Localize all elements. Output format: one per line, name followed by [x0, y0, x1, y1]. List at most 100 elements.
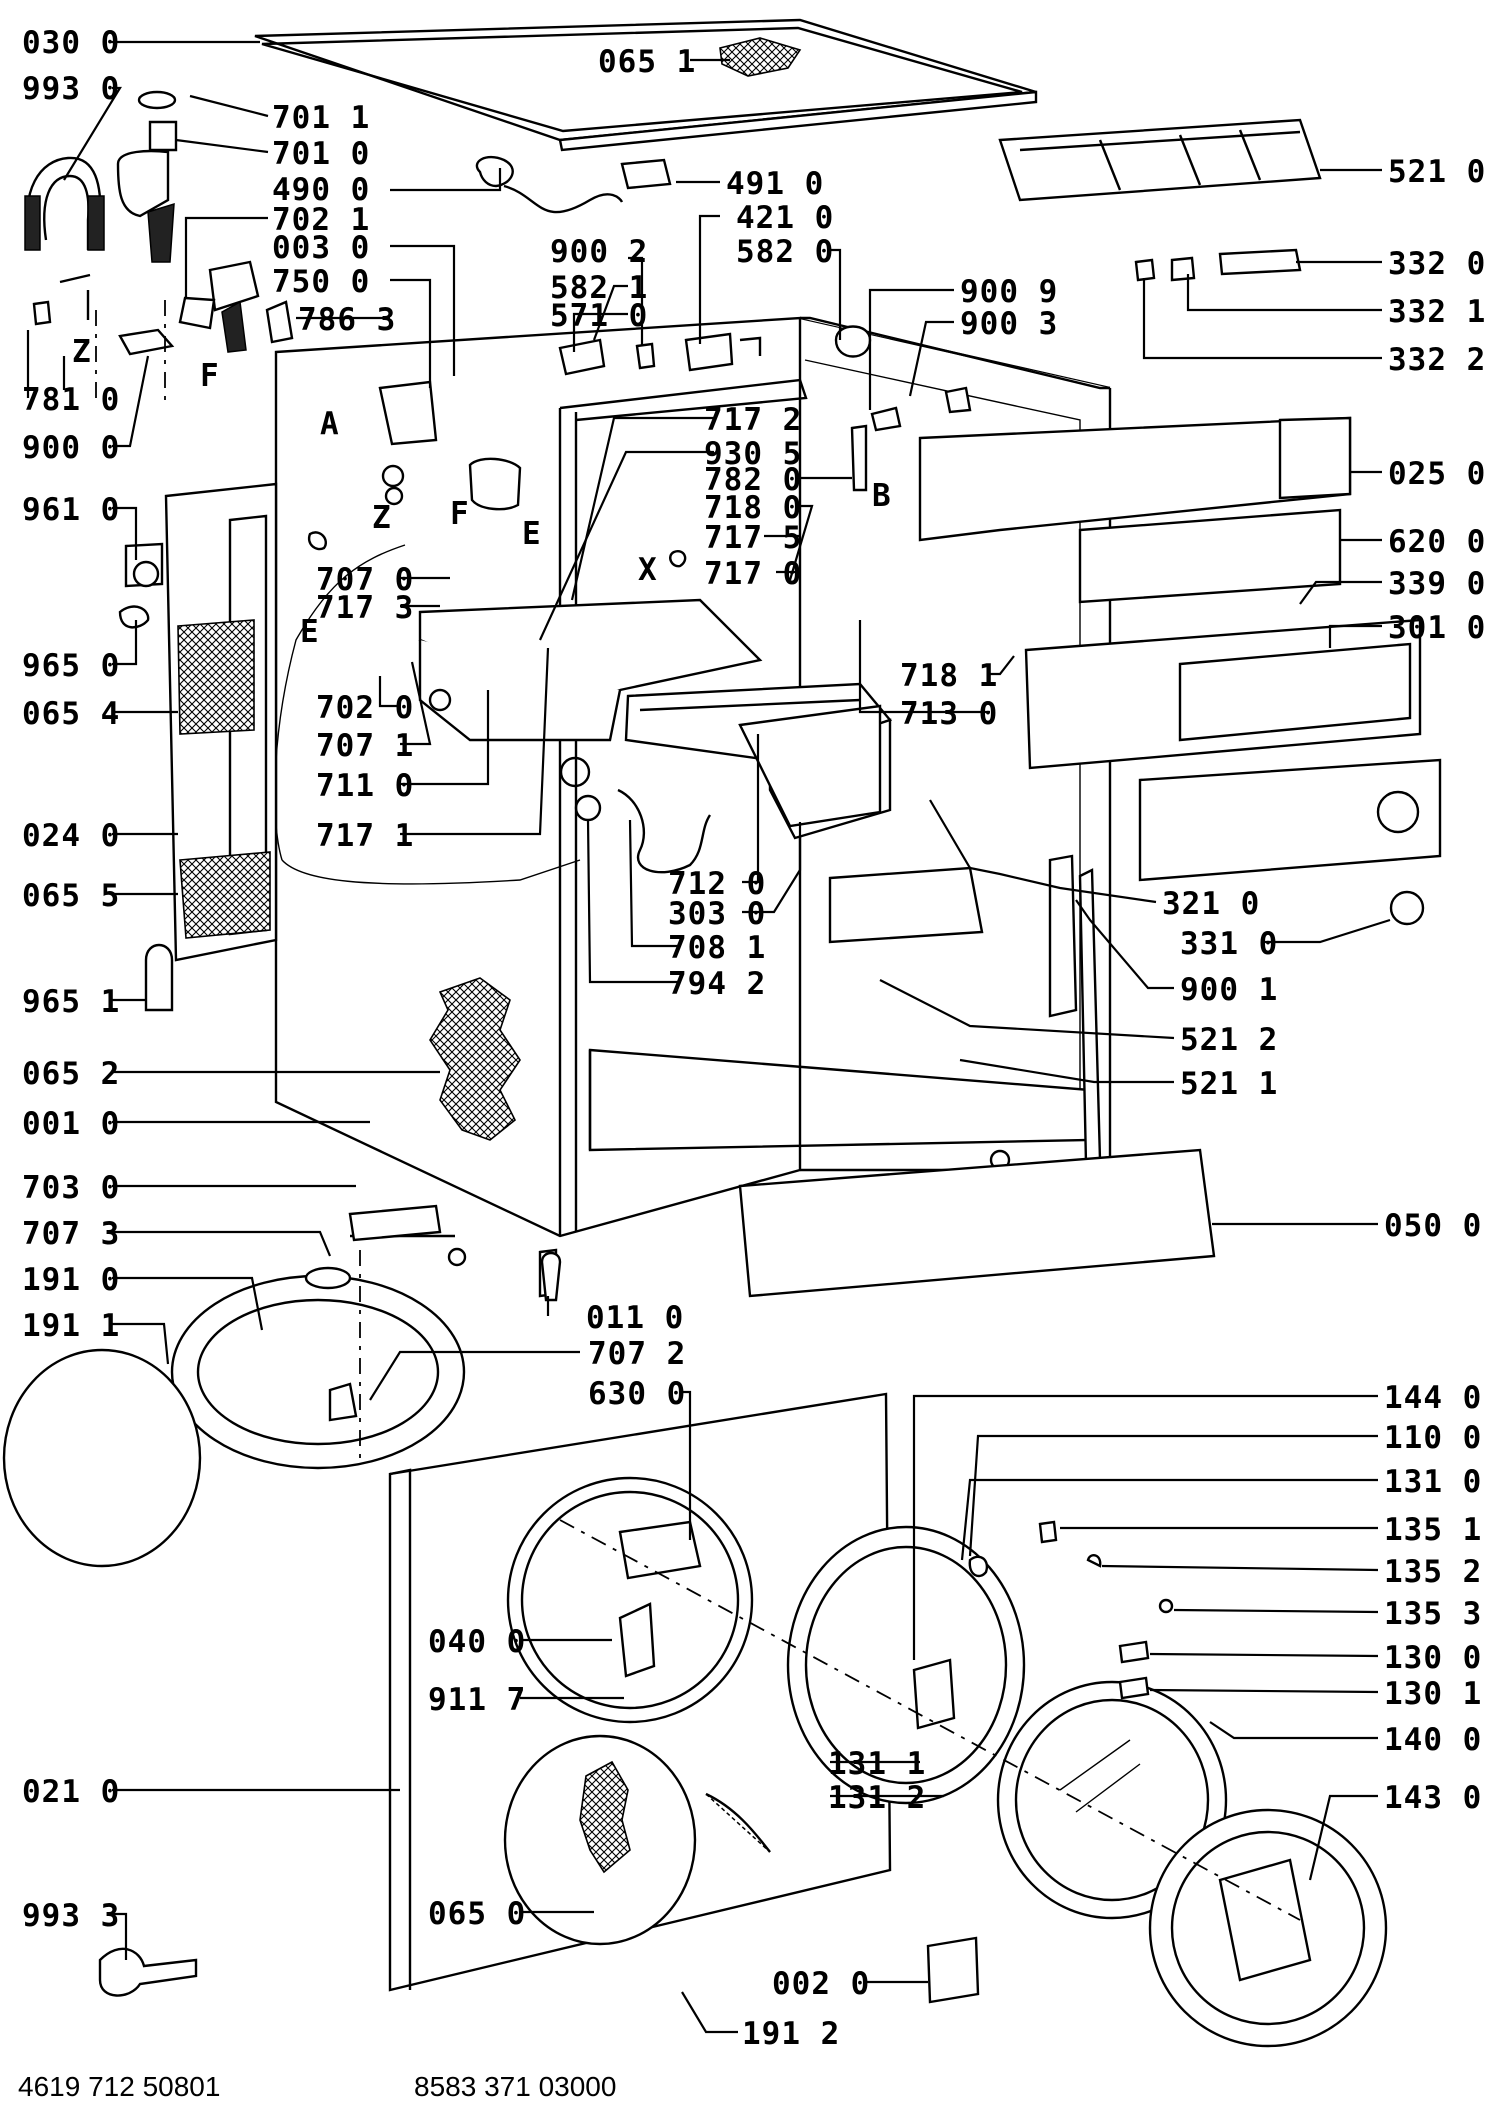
- part-label: 301 0: [1388, 610, 1486, 646]
- part-label: 521 1: [1180, 1066, 1278, 1102]
- part-label: 332 1: [1388, 294, 1486, 330]
- part-label: 620 0: [1388, 524, 1486, 560]
- part-label: 707 2: [588, 1336, 686, 1372]
- part-label: 961 0: [22, 492, 120, 528]
- part-label: 900 1: [1180, 972, 1278, 1008]
- letter-mark: B: [872, 478, 892, 514]
- part-label: 571 0: [550, 298, 648, 334]
- part-label: 900 2: [550, 234, 648, 270]
- part-label: 024 0: [22, 818, 120, 854]
- letter-mark: F: [200, 358, 220, 394]
- part-label: 011 0: [586, 1300, 684, 1336]
- part-label: 025 0: [1388, 456, 1486, 492]
- part-label: 030 0: [22, 25, 120, 61]
- part-label: 130 0: [1384, 1640, 1482, 1676]
- footer-code-left: 4619 712 50801: [18, 2071, 220, 2102]
- part-label: 707 3: [22, 1216, 120, 1252]
- misc-small-parts: [98, 531, 687, 1997]
- part-label: 131 0: [1384, 1464, 1482, 1500]
- part-label: 001 0: [22, 1106, 120, 1142]
- part-label: 339 0: [1388, 566, 1486, 602]
- part-label: 140 0: [1384, 1722, 1482, 1758]
- part-label: 065 4: [22, 696, 120, 732]
- part-label: 965 0: [22, 648, 120, 684]
- part-label: 521 2: [1180, 1022, 1278, 1058]
- part-label: 135 2: [1384, 1554, 1482, 1590]
- part-label: 065 1: [598, 44, 696, 80]
- part-label: 900 9: [960, 274, 1058, 310]
- part-label: 021 0: [22, 1774, 120, 1810]
- inlet-hose: [24, 156, 175, 356]
- part-label: 930 5: [704, 436, 802, 472]
- part-label: 002 0: [772, 1966, 870, 2002]
- part-label: 491 0: [726, 166, 824, 202]
- part-label: 794 2: [668, 966, 766, 1002]
- part-label: 717 2: [704, 402, 802, 438]
- part-label: 135 3: [1384, 1596, 1482, 1632]
- part-label: 490 0: [272, 172, 370, 208]
- part-label: 131 1: [828, 1746, 926, 1782]
- letter-mark: F: [450, 496, 470, 532]
- part-label: 303 0: [668, 896, 766, 932]
- top-cover: [254, 18, 1038, 152]
- part-label: 040 0: [428, 1624, 526, 1660]
- part-label: 965 1: [22, 984, 120, 1020]
- part-label: 702 1: [272, 202, 370, 238]
- part-label: 130 1: [1384, 1676, 1482, 1712]
- part-label: 993 3: [22, 1898, 120, 1934]
- part-label: 703 0: [22, 1170, 120, 1206]
- part-label: 993 0: [22, 71, 120, 107]
- part-label: 911 7: [428, 1682, 526, 1718]
- part-label: 701 1: [272, 100, 370, 136]
- part-label: 131 2: [828, 1780, 926, 1816]
- part-label: 717 3: [316, 590, 414, 626]
- letter-mark: E: [522, 516, 542, 552]
- part-label: 143 0: [1384, 1780, 1482, 1816]
- part-label: 702 0: [316, 690, 414, 726]
- part-label: 717 1: [316, 818, 414, 854]
- door-assembly: [705, 1520, 1388, 2048]
- part-label: 717 0: [704, 556, 802, 592]
- part-label: 191 1: [22, 1308, 120, 1344]
- part-label: 332 2: [1388, 342, 1486, 378]
- footer-code-right: 8583 371 03000: [414, 2071, 616, 2102]
- part-label: 331 0: [1180, 926, 1278, 962]
- main-cabinet: [274, 316, 1112, 1238]
- letter-mark: E: [300, 614, 320, 650]
- part-label: 782 0: [704, 462, 802, 498]
- part-label: 786 3: [298, 302, 396, 338]
- part-label: 582 0: [736, 234, 834, 270]
- tub-assembly: [2, 1204, 558, 1568]
- part-label: 003 0: [272, 230, 370, 266]
- part-label: 065 5: [22, 878, 120, 914]
- part-label: 135 1: [1384, 1512, 1482, 1548]
- part-label: 191 0: [22, 1262, 120, 1298]
- part-label: 900 0: [22, 430, 120, 466]
- side-panel: [118, 482, 278, 1012]
- part-label: 421 0: [736, 200, 834, 236]
- letter-mark: A: [320, 406, 340, 442]
- axis-lines: [95, 300, 1301, 1921]
- part-label: 781 0: [22, 382, 120, 418]
- part-label: 521 0: [1388, 154, 1486, 190]
- part-label: 321 0: [1162, 886, 1260, 922]
- leader-lines: [26, 40, 1391, 2034]
- part-label: 332 0: [1388, 246, 1486, 282]
- letter-mark: X: [638, 552, 658, 588]
- detergent-drawer-assembly: [738, 118, 1442, 1298]
- part-label: 191 2: [742, 2016, 840, 2052]
- part-label: 711 0: [316, 768, 414, 804]
- part-label: 630 0: [588, 1376, 686, 1412]
- part-label: 713 0: [900, 696, 998, 732]
- part-label: 701 0: [272, 136, 370, 172]
- part-label: 900 3: [960, 306, 1058, 342]
- part-label: 718 1: [900, 658, 998, 694]
- letter-mark: Z: [72, 334, 92, 370]
- part-label: 110 0: [1384, 1420, 1482, 1456]
- part-label: 050 0: [1384, 1208, 1482, 1244]
- part-label: 712 0: [668, 866, 766, 902]
- part-label: 717 5: [704, 520, 802, 556]
- part-label: 065 2: [22, 1056, 120, 1092]
- part-label: 582 1: [550, 270, 648, 306]
